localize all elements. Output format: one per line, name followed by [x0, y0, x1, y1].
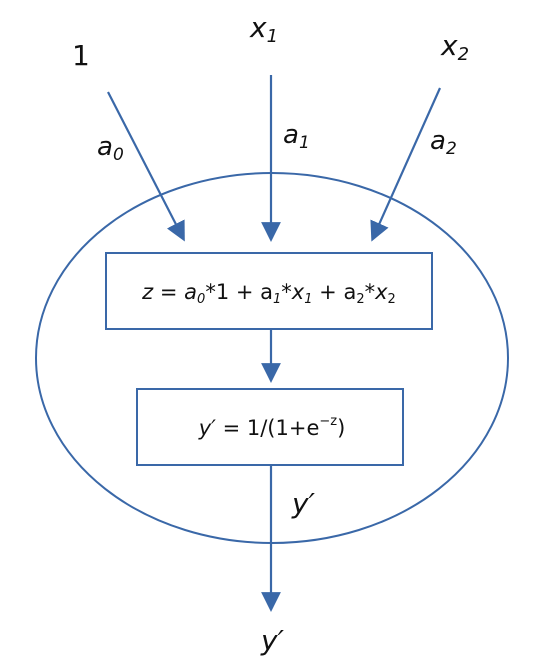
term1-x: x — [291, 280, 305, 304]
term0-sub: 0 — [197, 292, 205, 307]
x2-input-label: x2 — [440, 29, 469, 65]
weight-a0-label: a0 — [97, 132, 124, 165]
term2-sub: 2 — [356, 292, 364, 307]
eq-sign: = — [153, 280, 184, 304]
term0-mul: *1 + — [205, 280, 260, 304]
plus-2: + — [313, 280, 344, 304]
weight-a1-label: a1 — [283, 120, 310, 153]
a1-base: a — [283, 120, 299, 150]
term2-xsub: 2 — [388, 292, 396, 307]
x1-base: x — [249, 11, 267, 44]
a0-sub: 0 — [113, 145, 124, 165]
term2-mul: * — [365, 280, 376, 304]
term2-x: x — [374, 280, 388, 304]
sigmoid-close: ) — [337, 416, 345, 440]
sigmoid-box — [136, 388, 404, 466]
sigmoid-eq: = 1/(1+e — [216, 416, 319, 440]
yprime-symbol: y′ — [198, 416, 216, 440]
sigmoid-exponent: −z — [319, 414, 337, 429]
term1-sub: 1 — [273, 292, 281, 307]
x2-base: x — [440, 29, 458, 62]
z-symbol: z — [141, 280, 154, 304]
x1-sub: 1 — [267, 26, 278, 47]
bias-input-label: 1 — [72, 39, 90, 72]
term0-a: a — [184, 280, 197, 304]
inner-output-label: y′ — [291, 487, 316, 520]
term1-a: a — [260, 280, 273, 304]
a2-base: a — [430, 126, 446, 156]
term1-mul: * — [281, 280, 292, 304]
a0-base: a — [97, 132, 113, 162]
x2-sub: 2 — [458, 44, 469, 65]
a2-sub: 2 — [446, 139, 457, 159]
term1-xsub: 1 — [304, 292, 312, 307]
weight-a2-label: a2 — [430, 126, 457, 159]
summation-box — [105, 252, 433, 330]
term2-a: a — [343, 280, 356, 304]
bias-input-arrow — [107, 91, 185, 242]
a1-sub: 1 — [299, 133, 310, 153]
x2-input-arrow — [370, 87, 442, 242]
x1-input-label: x1 — [249, 11, 278, 47]
sigmoid-formula: y′ = 1/(1+e−z) — [198, 414, 346, 440]
output-label: y′ — [260, 624, 285, 657]
summation-formula: z = a0*1 + a1*x1 + a2*x2 — [141, 280, 396, 307]
